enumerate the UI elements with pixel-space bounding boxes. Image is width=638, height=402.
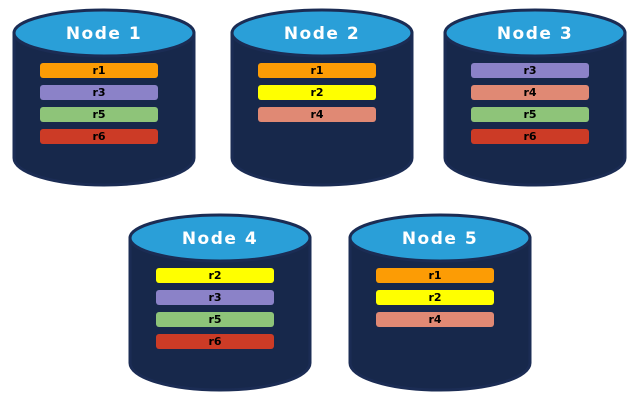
replica-r6[interactable]: r6 [156, 334, 274, 349]
replica-r1[interactable]: r1 [40, 63, 158, 78]
node-4[interactable]: Node 4 r2 r3 r5 r6 [128, 213, 312, 392]
replica-r3[interactable]: r3 [471, 63, 589, 78]
cylinder-top-ellipse [348, 213, 532, 263]
replica-r4[interactable]: r4 [258, 107, 376, 122]
node-2-replica-list: r1 r2 r4 [258, 63, 386, 129]
cylinder-top-ellipse [230, 8, 414, 58]
node-2[interactable]: Node 2 r1 r2 r4 [230, 8, 414, 187]
replica-r2[interactable]: r2 [376, 290, 494, 305]
node-2-title: Node 2 [283, 24, 361, 44]
replica-r5[interactable]: r5 [471, 107, 589, 122]
replica-r1[interactable]: r1 [258, 63, 376, 78]
replica-r1[interactable]: r1 [376, 268, 494, 283]
node-5-replica-list: r1 r2 r4 [376, 268, 504, 334]
node-4-title: Node 4 [181, 229, 259, 249]
node-5[interactable]: Node 5 r1 r2 r4 [348, 213, 532, 392]
replica-r6[interactable]: r6 [471, 129, 589, 144]
node-3-title: Node 3 [496, 24, 574, 44]
cylinder-top-ellipse [128, 213, 312, 263]
replica-r4[interactable]: r4 [376, 312, 494, 327]
replica-r3[interactable]: r3 [40, 85, 158, 100]
replica-r4[interactable]: r4 [471, 85, 589, 100]
node-4-replica-list: r2 r3 r5 r6 [156, 268, 284, 356]
replica-r3[interactable]: r3 [156, 290, 274, 305]
node-5-title: Node 5 [401, 229, 479, 249]
replica-r5[interactable]: r5 [156, 312, 274, 327]
replica-r6[interactable]: r6 [40, 129, 158, 144]
replica-r5[interactable]: r5 [40, 107, 158, 122]
node-3[interactable]: Node 3 r3 r4 r5 r6 [443, 8, 627, 187]
replica-r2[interactable]: r2 [156, 268, 274, 283]
node-3-replica-list: r3 r4 r5 r6 [471, 63, 599, 151]
replica-r2[interactable]: r2 [258, 85, 376, 100]
node-1[interactable]: Node 1 r1 r3 r5 r6 [12, 8, 196, 187]
node-1-replica-list: r1 r3 r5 r6 [40, 63, 168, 151]
cylinder-top-ellipse [12, 8, 196, 58]
cylinder-top-ellipse [443, 8, 627, 58]
node-1-title: Node 1 [65, 24, 143, 44]
